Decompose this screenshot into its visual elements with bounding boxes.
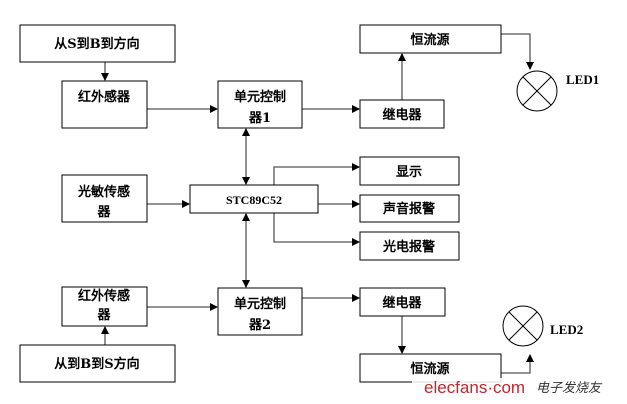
block-label: 器 [96,308,111,323]
block-sound-alarm: 声音报警 [359,194,460,223]
block-label: 光电报警 [382,239,435,255]
block-dir-s-to-b: 从S到B到方向 [19,24,176,63]
led-2-label: LED2 [550,322,583,337]
led-1-label: LED1 [566,72,599,87]
block-ccs-1: 恒流源 [359,24,502,54]
block-label: 红外感器 [78,89,131,105]
watermark-site: elecfans·com [424,378,525,397]
block-label: 光敏传感 [77,184,130,200]
block-photo-sensor: 光敏传感 器 [61,174,148,223]
watermark: elecfans·com 电子发烧友 [412,378,627,402]
arrow-mcu-to-display [273,163,360,185]
block-label: 继电器 [382,295,422,311]
block-unit-ctrl-1: 单元控制 器1 [217,80,303,129]
block-label: 器1 [248,111,271,126]
block-label: 从到B到S方向 [54,356,139,372]
block-label: 恒流源 [410,32,449,48]
block-label: 继电器 [382,107,422,123]
block-dir-b-to-s: 从到B到S方向 [19,344,176,383]
watermark-cn: 电子发烧友 [536,381,603,396]
block-ir-sensor-1: 红外感器 [61,80,148,129]
block-label: 单元控制 [234,89,286,105]
block-label: 从S到B到方向 [54,36,139,52]
block-mcu: STC89C52 [189,184,319,214]
led-1-lamp-icon [516,70,558,112]
arrow-ccs2-to-led2 [501,354,534,374]
block-relay-1: 继电器 [359,99,445,129]
arrow-mcu-to-photo-alarm [273,213,360,246]
block-label: STC89C52 [226,193,282,207]
block-label: 单元控制 [234,296,286,312]
block-display: 显示 [359,156,460,186]
block-unit-ctrl-2: 单元控制 器2 [217,287,303,336]
block-label: 恒流源 [410,361,449,377]
block-ir-sensor-2: 红外传感 器 [61,286,148,327]
led-2-lamp-icon [502,305,544,347]
block-photo-alarm: 光电报警 [359,231,460,261]
block-label: 红外传感 [78,288,130,304]
block-label: 器 [96,205,111,220]
arrow-ccs1-to-led1 [501,33,534,70]
block-label: 显示 [396,165,422,180]
block-relay-2: 继电器 [359,287,446,317]
block-ccs-2: 恒流源 [359,353,502,383]
block-label: 器2 [248,318,271,333]
block-label: 声音报警 [382,201,435,217]
connectors [101,33,534,374]
